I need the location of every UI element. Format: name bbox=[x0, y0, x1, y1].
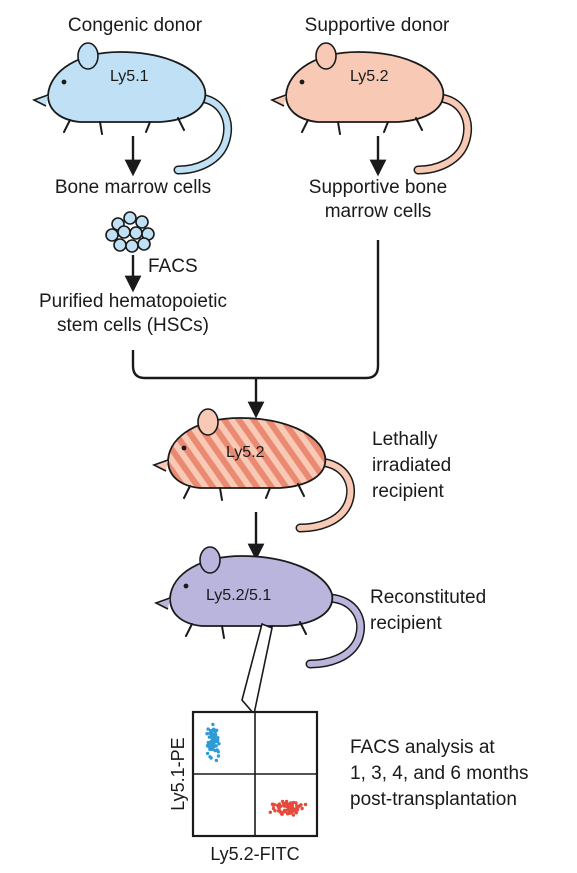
ly52-dot bbox=[270, 802, 275, 806]
supportive-mouse bbox=[269, 42, 472, 175]
ly51-dot bbox=[216, 738, 220, 743]
reconstituted-label-2: recipient bbox=[370, 613, 442, 634]
ly52-dot bbox=[277, 805, 281, 810]
facs-plot bbox=[191, 710, 319, 838]
ly51-dot bbox=[209, 756, 213, 760]
ly52-dot bbox=[294, 811, 298, 815]
ly52-dot bbox=[287, 802, 292, 807]
analysis-wedge bbox=[241, 622, 273, 716]
irradiated-recipient-mouse bbox=[151, 408, 356, 533]
ly51-dot bbox=[214, 758, 219, 763]
ly51-dot bbox=[216, 754, 221, 758]
recipient-label-3: recipient bbox=[372, 481, 444, 502]
ly51-dot bbox=[205, 732, 209, 736]
ly52-dot bbox=[280, 810, 284, 814]
ly52-dot bbox=[294, 801, 298, 805]
facs-note-3: post-transplantation bbox=[350, 789, 517, 810]
facs-note-2: 1, 3, 4, and 6 months bbox=[350, 763, 529, 784]
congenic-mouse bbox=[31, 42, 232, 175]
supportive-marker: Ly5.2 bbox=[350, 68, 389, 85]
ly51-dot bbox=[216, 750, 220, 754]
facs-x-axis-label: Ly5.2-FITC bbox=[210, 844, 300, 864]
ly51-dot bbox=[205, 744, 210, 748]
ly51-dot bbox=[208, 747, 212, 752]
ly51-dot bbox=[206, 740, 210, 745]
ly52-dot bbox=[282, 804, 286, 808]
ly52-dot bbox=[296, 805, 300, 809]
bone-marrow-cell-cluster bbox=[105, 211, 155, 253]
ly51-dot bbox=[216, 736, 220, 740]
recipient-marker: Ly5.2 bbox=[226, 444, 265, 461]
ly52-dot bbox=[277, 808, 282, 813]
supportive-bone-label-2: marrow cells bbox=[324, 201, 432, 222]
ly52-dot bbox=[280, 799, 285, 804]
facs-sort-label: FACS bbox=[148, 256, 198, 277]
ly51-dot bbox=[206, 727, 210, 731]
recipient-label-2: irradiated bbox=[372, 455, 452, 476]
purified-hsc-label-2: stem cells (HSCs) bbox=[56, 315, 209, 336]
ly51-dot bbox=[205, 751, 210, 756]
reconstituted-recipient-mouse bbox=[153, 546, 366, 669]
ly52-dot bbox=[287, 809, 292, 814]
ly52-dot bbox=[282, 808, 287, 813]
ly52-positive-population bbox=[268, 799, 308, 817]
supportive-bone-label-1: Supportive bone bbox=[308, 177, 448, 198]
ly51-dot bbox=[211, 722, 215, 727]
ly52-dot bbox=[268, 810, 272, 814]
ly51-dot bbox=[214, 744, 218, 748]
ly52-dot bbox=[300, 806, 304, 811]
bone-marrow-cells-label: Bone marrow cells bbox=[54, 177, 212, 198]
ly51-dot bbox=[217, 742, 221, 746]
recipient-label-1: Lethally bbox=[372, 429, 438, 450]
congenic-donor-title: Congenic donor bbox=[67, 15, 203, 36]
congenic-marker: Ly5.1 bbox=[110, 68, 149, 85]
ly51-positive-population bbox=[205, 722, 221, 763]
ly52-dot bbox=[271, 806, 276, 811]
ly52-dot bbox=[291, 813, 296, 817]
reconstituted-marker: Ly5.2/5.1 bbox=[206, 587, 272, 604]
ly52-dot bbox=[303, 802, 308, 807]
ly51-dot bbox=[213, 737, 217, 741]
ly51-dot bbox=[210, 741, 215, 745]
facs-y-axis-label: Ly5.1-PE bbox=[168, 737, 188, 810]
ly52-dot bbox=[299, 803, 303, 807]
ly52-dot bbox=[293, 807, 297, 811]
reconstituted-label-1: Reconstituted bbox=[370, 587, 487, 608]
ly51-dot bbox=[210, 729, 214, 733]
facs-note-1: FACS analysis at bbox=[350, 737, 495, 758]
supportive-donor-title: Supportive donor bbox=[304, 15, 450, 36]
purified-hsc-label-1: Purified hematopoietic bbox=[39, 291, 227, 312]
